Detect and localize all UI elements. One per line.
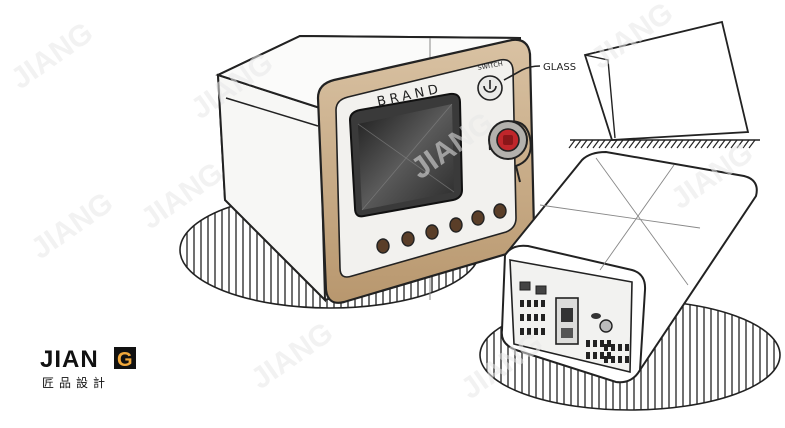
vent-slot (604, 356, 608, 363)
vent-slot (541, 328, 545, 335)
vent-slot (593, 352, 597, 359)
rear-knob-icon[interactable] (599, 319, 613, 333)
hatch-line (670, 139, 678, 149)
vent-slot (527, 300, 531, 307)
glass-label: GLASS (543, 62, 576, 73)
vent-slot (611, 344, 615, 351)
vent-slot (604, 344, 608, 351)
hatch-line (676, 139, 684, 149)
front-button-5[interactable] (471, 210, 485, 226)
hatch-line (580, 139, 588, 149)
front-button-6[interactable] (493, 203, 507, 219)
main-device: BRAND SWITCH GLASS (215, 34, 576, 304)
hatch-line (568, 139, 576, 149)
vent-slot (600, 352, 604, 359)
hatch-line (616, 139, 624, 149)
hatch-line (736, 139, 744, 149)
vent-slot (625, 344, 629, 351)
vent-slot (520, 300, 524, 307)
vent-slot (534, 314, 538, 321)
vent-slot (600, 340, 604, 347)
power-switch-icon[interactable] (477, 75, 503, 101)
logo-mark-box (114, 347, 136, 369)
hatch-line (604, 139, 612, 149)
hatch-line (664, 139, 672, 149)
logo-chinese: 匠品設計 (42, 375, 110, 390)
hatch-line (598, 139, 606, 149)
hatch-line (706, 139, 714, 149)
hatch-line (712, 139, 720, 149)
front-button-3[interactable] (425, 224, 439, 240)
glass-detail-sketch (568, 20, 760, 149)
logo-mark: G (117, 349, 133, 371)
hatch-line (652, 139, 660, 149)
front-button-2[interactable] (401, 231, 415, 247)
vent-slot (607, 352, 611, 359)
hatch-line (694, 139, 702, 149)
control-knob[interactable] (488, 120, 532, 183)
vent-slot (593, 340, 597, 347)
rear-device (500, 150, 758, 384)
vent-slot (520, 314, 524, 321)
hatch-line (748, 139, 756, 149)
usb-port-icon[interactable] (519, 281, 531, 291)
vent-slot (611, 356, 615, 363)
hatch-line (622, 139, 630, 149)
hatch-line (742, 139, 750, 149)
front-button-1[interactable] (376, 238, 390, 254)
company-logo: JIAN G 匠品設計 (40, 346, 136, 390)
vent-slot (527, 314, 531, 321)
hatch-line (724, 139, 732, 149)
vent-slot (618, 344, 622, 351)
hatch-line (586, 139, 594, 149)
hatch-line (592, 139, 600, 149)
vent-slot (586, 340, 590, 347)
hatch-line (730, 139, 738, 149)
vent-slot (534, 300, 538, 307)
screen (348, 92, 464, 218)
watermark-text: JIANG (5, 16, 99, 96)
vent-slot (541, 300, 545, 307)
vent-slot (541, 314, 545, 321)
usb-port-icon-2[interactable] (535, 285, 547, 295)
watermark-text: JIANG (245, 316, 339, 396)
hatch-line (634, 139, 642, 149)
watermark-text: JIANG (25, 186, 119, 266)
hatch-line (646, 139, 654, 149)
hatch-line (682, 139, 690, 149)
glass-leader-line (503, 65, 541, 81)
hatch-line (640, 139, 648, 149)
front-button-4[interactable] (449, 217, 463, 233)
vent-slot (534, 328, 538, 335)
hatch-line (610, 139, 618, 149)
button-row (376, 203, 507, 254)
hatch-line (688, 139, 696, 149)
hatch-line (628, 139, 636, 149)
vent-slot (527, 328, 531, 335)
hatch-line (700, 139, 708, 149)
vent-slot (607, 340, 611, 347)
hatch-line (718, 139, 726, 149)
vent-slot (520, 328, 524, 335)
vent-slot (618, 356, 622, 363)
vent-slot (625, 356, 629, 363)
hatch-line (658, 139, 666, 149)
hatch-line (574, 139, 582, 149)
vent-slot (586, 352, 590, 359)
logo-latin: JIAN (40, 346, 99, 373)
